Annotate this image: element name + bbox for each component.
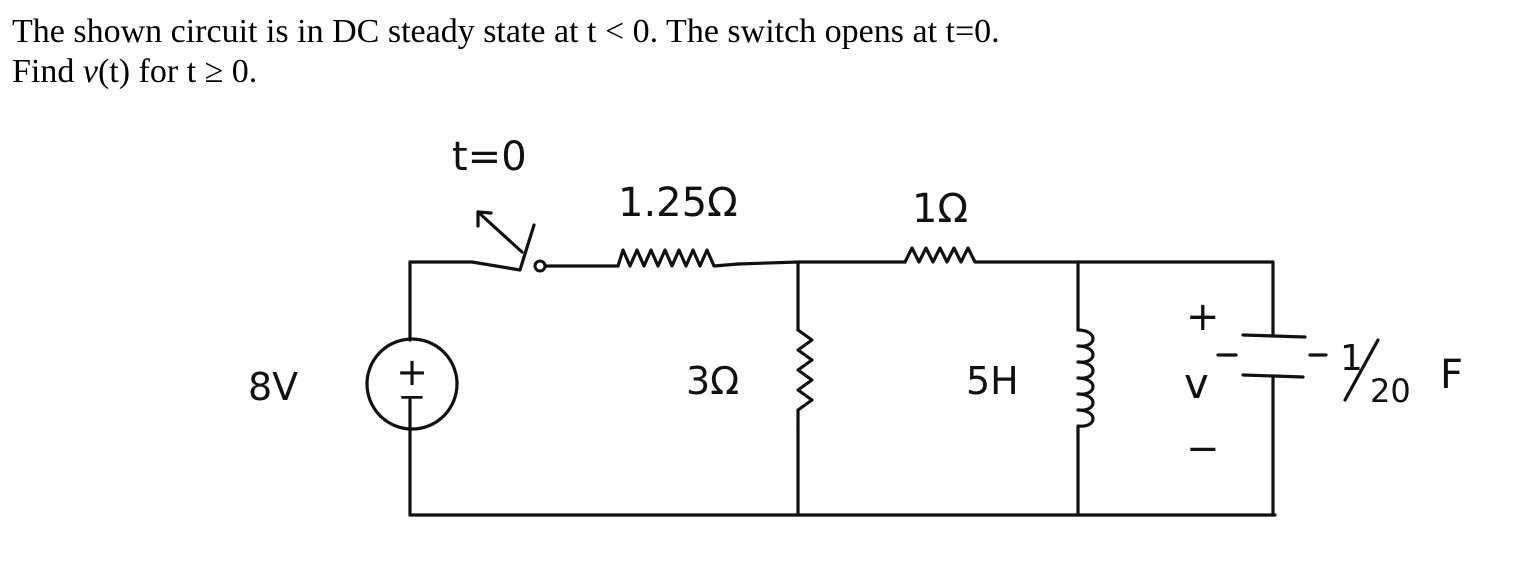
capacitor-numerator: 1 bbox=[1340, 338, 1363, 379]
inductor-coil-icon bbox=[1076, 328, 1095, 437]
capacitor: 1 20 F bbox=[1216, 333, 1463, 410]
switch-contact-icon bbox=[533, 259, 547, 273]
voltage-variable: v bbox=[1184, 359, 1209, 408]
wire-r2-to-right bbox=[986, 260, 1275, 337]
resistor-zigzag-icon bbox=[796, 328, 814, 432]
voltage-marker: + v − bbox=[1184, 294, 1220, 472]
voltage-minus: − bbox=[1186, 426, 1220, 472]
resistor-1: 1Ω bbox=[903, 186, 990, 264]
wire-r1-to-r2 bbox=[736, 260, 907, 266]
resistor-zigzag-icon bbox=[903, 246, 990, 264]
capacitor-denominator: 20 bbox=[1370, 372, 1411, 410]
problem-statement: The shown circuit is in DC steady state … bbox=[12, 12, 1000, 92]
problem-line-2-suffix: (t) for t ≥ 0. bbox=[97, 53, 258, 90]
circuit-wires bbox=[408, 260, 1277, 517]
resistor-zigzag-icon bbox=[616, 248, 740, 268]
voltage-source: + − 8V bbox=[248, 337, 459, 431]
resistor-3: 3Ω bbox=[686, 328, 814, 432]
inductor-label: 5H bbox=[966, 359, 1019, 403]
resistor-1-label: 1.25Ω bbox=[618, 180, 738, 226]
switch-arrow-icon bbox=[476, 210, 493, 228]
inductor: 5H bbox=[966, 328, 1095, 437]
switch: t=0 bbox=[452, 134, 547, 273]
switch-arm bbox=[476, 210, 524, 254]
resistor-2-label: 1Ω bbox=[912, 186, 968, 232]
problem-line-2-prefix: Find bbox=[12, 53, 83, 90]
source-minus-sign: − bbox=[398, 377, 427, 417]
wire-top-left bbox=[408, 260, 474, 342]
voltage-plus: + bbox=[1186, 294, 1220, 340]
switch-label: t=0 bbox=[452, 134, 527, 180]
capacitor-fraction-bar bbox=[1343, 338, 1380, 402]
switch-blade bbox=[470, 223, 536, 272]
capacitor-unit: F bbox=[1440, 352, 1463, 398]
source-circle-icon bbox=[365, 337, 459, 431]
problem-line-1: The shown circuit is in DC steady state … bbox=[12, 13, 1000, 50]
resistor-1-25: 1.25Ω bbox=[616, 180, 740, 268]
capacitor-plate-top-icon bbox=[1241, 333, 1307, 339]
problem-line-2: Find v(t) for t ≥ 0. bbox=[12, 52, 1000, 92]
resistor-3-label: 3Ω bbox=[686, 359, 739, 403]
wire-bottom bbox=[408, 398, 1277, 517]
source-label: 8V bbox=[248, 365, 298, 409]
source-plus-sign: + bbox=[396, 350, 428, 394]
problem-line-2-var: v bbox=[82, 53, 98, 90]
